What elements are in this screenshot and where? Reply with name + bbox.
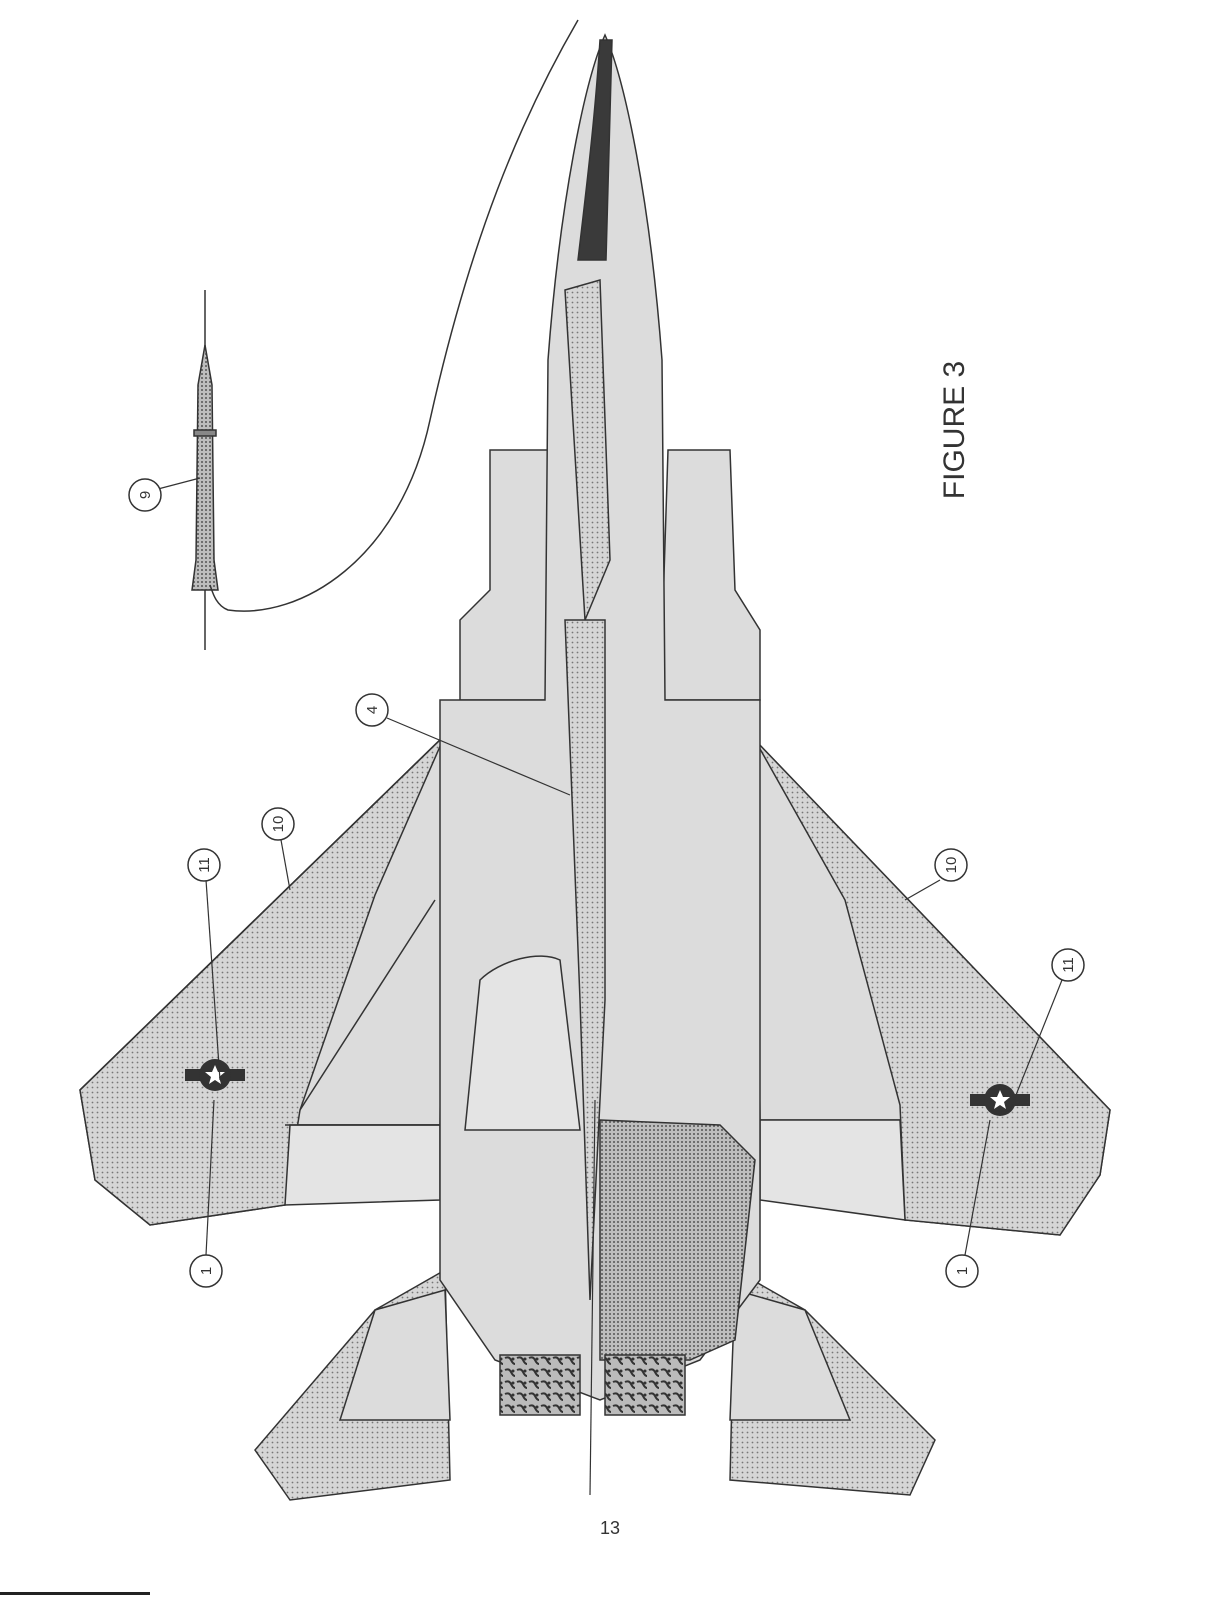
- callout-bubble-11-left: 11: [187, 848, 221, 882]
- right-wing: [754, 738, 1111, 1236]
- callout-bubble-1-left: 1: [189, 1254, 223, 1288]
- svg-text:4: 4: [364, 706, 381, 714]
- callout-bubble-10-left: 10: [261, 807, 295, 841]
- callout-bubble-4: 4: [355, 693, 389, 727]
- pitot-probe: [191, 290, 219, 650]
- callout-leaders: [157, 477, 1063, 1496]
- fuselage: [439, 33, 761, 1416]
- svg-text:9: 9: [137, 491, 154, 499]
- svg-text:11: 11: [196, 857, 213, 873]
- svg-text:11: 11: [1060, 957, 1077, 973]
- callout-bubble-9: 9: [128, 478, 162, 512]
- svg-text:1: 1: [198, 1267, 215, 1275]
- right-horizontal-stabilizer: [729, 1268, 936, 1496]
- figure-caption: FIGURE 3: [938, 360, 971, 500]
- callout-bubble-11-right: 11: [1051, 948, 1085, 982]
- svg-text:10: 10: [943, 857, 960, 874]
- page-number: 13: [599, 1518, 621, 1538]
- right-wing-insignia: [970, 1084, 1030, 1116]
- callout-bubble-10-right: 10: [934, 848, 968, 882]
- left-wing: [79, 733, 446, 1226]
- bottom-rule: [0, 1592, 150, 1595]
- callout-bubble-1-right: 1: [945, 1254, 979, 1288]
- left-horizontal-stabilizer: [254, 1268, 451, 1501]
- cable-line: [209, 19, 579, 612]
- left-wing-insignia: [185, 1059, 245, 1091]
- svg-text:10: 10: [270, 816, 287, 833]
- svg-text:1: 1: [954, 1267, 971, 1275]
